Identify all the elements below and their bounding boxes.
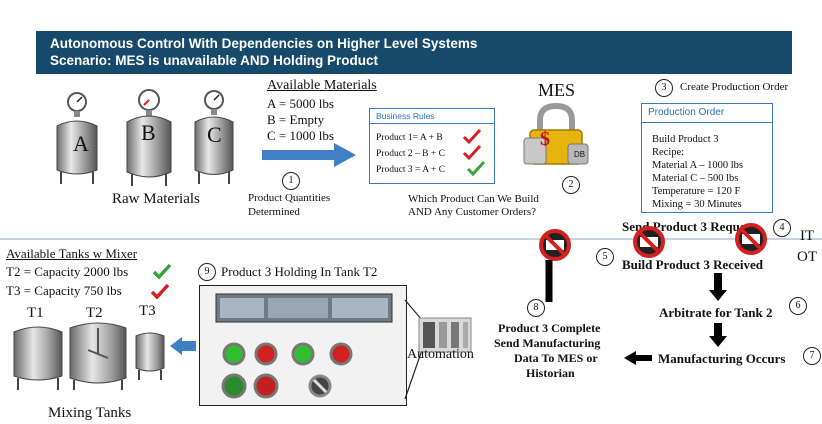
step-8-label-line2: Send Manufacturing bbox=[494, 336, 601, 350]
tank-t1-label: T1 bbox=[27, 305, 44, 321]
tank-t3-capacity: T3 = Capacity 750 lbs bbox=[6, 283, 122, 298]
production-order-line: Mixing = 30 Minutes bbox=[652, 199, 742, 210]
mixing-tanks-caption: Mixing Tanks bbox=[48, 405, 132, 421]
step-1-label-line1: Product Quantities bbox=[248, 192, 331, 204]
step-9-badge: 9 bbox=[198, 263, 216, 281]
tank-c-label: C bbox=[207, 122, 222, 147]
raw-material-tanks bbox=[56, 89, 234, 186]
material-a-line: A = 5000 lbs bbox=[267, 96, 334, 111]
step-8-label-line3: Data To MES or bbox=[514, 351, 598, 365]
mes-title: MES bbox=[538, 80, 576, 100]
rule-product-3: Product 3 = A + C bbox=[376, 165, 446, 175]
tank-c-icon bbox=[194, 90, 234, 184]
blue-arrow-icon bbox=[262, 143, 356, 167]
step-3-badge: 3 bbox=[655, 79, 673, 97]
hmi-panel-graphic bbox=[215, 293, 393, 399]
red-check-icon bbox=[462, 128, 482, 145]
green-check-icon bbox=[152, 263, 172, 280]
tank-t2-label: T2 bbox=[86, 305, 103, 321]
step-7-badge: 7 bbox=[803, 347, 821, 365]
production-order-line: Material A – 1000 lbs bbox=[652, 160, 743, 171]
no-connection-icon bbox=[539, 229, 571, 261]
title-banner: Autonomous Control With Dependencies on … bbox=[36, 31, 792, 74]
step-6-label: Arbitrate for Tank 2 bbox=[659, 305, 773, 320]
rule-product-1: Product 1= A + B bbox=[376, 133, 443, 143]
it-ot-divider bbox=[0, 238, 822, 240]
step-8-badge: 8 bbox=[527, 299, 545, 317]
tank-a-label: A bbox=[73, 131, 89, 156]
material-c-line: C = 1000 lbs bbox=[267, 128, 334, 143]
no-connection-icon bbox=[633, 226, 665, 258]
step-3-label: Create Production Order bbox=[680, 81, 789, 93]
banner-scenario: Scenario: MES is unavailable AND Holding… bbox=[50, 53, 379, 68]
step-5-label: Build Product 3 Received bbox=[622, 257, 763, 272]
step-1-label-line2: Determined bbox=[248, 206, 300, 218]
step-2-label-line2: AND Any Customer Orders? bbox=[408, 206, 537, 218]
tank-t2-capacity: T2 = Capacity 2000 lbs bbox=[6, 264, 129, 279]
production-order-line: Build Product 3 bbox=[652, 134, 719, 145]
production-order-card: Production Order Build Product 3 Recipe:… bbox=[641, 103, 773, 213]
tank-b-icon bbox=[126, 89, 172, 186]
step-4-badge: 4 bbox=[773, 219, 791, 237]
red-check-icon bbox=[150, 283, 170, 300]
step-8-label-line4: Historian bbox=[526, 366, 575, 380]
step-6-badge: 6 bbox=[789, 297, 807, 315]
production-order-line: Temperature = 120 F bbox=[652, 186, 741, 197]
business-rules-header: Business Rules bbox=[370, 109, 494, 124]
step-8-label-line1: Product 3 Complete bbox=[498, 321, 601, 335]
tank-b-label: B bbox=[141, 120, 156, 145]
ot-zone-label: OT bbox=[797, 249, 817, 265]
it-zone-label: IT bbox=[800, 228, 815, 244]
no-connection-icon bbox=[735, 223, 767, 255]
production-order-line: Material C – 500 lbs bbox=[652, 173, 739, 184]
banner-title: Autonomous Control With Dependencies on … bbox=[50, 36, 478, 51]
mixing-tanks-icon bbox=[13, 322, 165, 390]
mes-db-label: DB bbox=[574, 150, 586, 159]
automation-label: Automation bbox=[407, 347, 474, 362]
step-1-badge: 1 bbox=[282, 172, 300, 190]
available-materials-title: Available Materials bbox=[267, 78, 377, 93]
mes-lock-icon bbox=[523, 102, 589, 165]
mes-lock-symbol: $ bbox=[540, 128, 550, 150]
step-5-badge: 5 bbox=[596, 248, 614, 266]
panel-connector-lines bbox=[404, 299, 423, 400]
red-check-icon bbox=[462, 144, 482, 161]
production-order-line: Recipe: bbox=[652, 147, 685, 158]
step-2-badge: 2 bbox=[562, 176, 580, 194]
material-b-line: B = Empty bbox=[267, 112, 325, 127]
rule-product-2: Product 2 – B + C bbox=[376, 149, 445, 159]
tanks-w-mixer-title: Available Tanks w Mixer bbox=[6, 246, 138, 261]
plc-device-icon bbox=[418, 317, 472, 353]
step-2-label-line1: Which Product Can We Build bbox=[408, 193, 539, 205]
raw-materials-caption: Raw Materials bbox=[112, 191, 200, 207]
hmi-control-panel bbox=[199, 285, 407, 406]
green-check-icon bbox=[466, 160, 486, 177]
business-rules-card: Business Rules Product 1= A + B Product … bbox=[369, 108, 495, 184]
production-order-header: Production Order bbox=[642, 104, 772, 123]
tank-t3-label: T3 bbox=[139, 303, 156, 319]
step-7-label: Manufacturing Occurs bbox=[658, 351, 786, 366]
tank-a-icon bbox=[56, 92, 98, 184]
step-9-label: Product 3 Holding In Tank T2 bbox=[221, 264, 378, 279]
